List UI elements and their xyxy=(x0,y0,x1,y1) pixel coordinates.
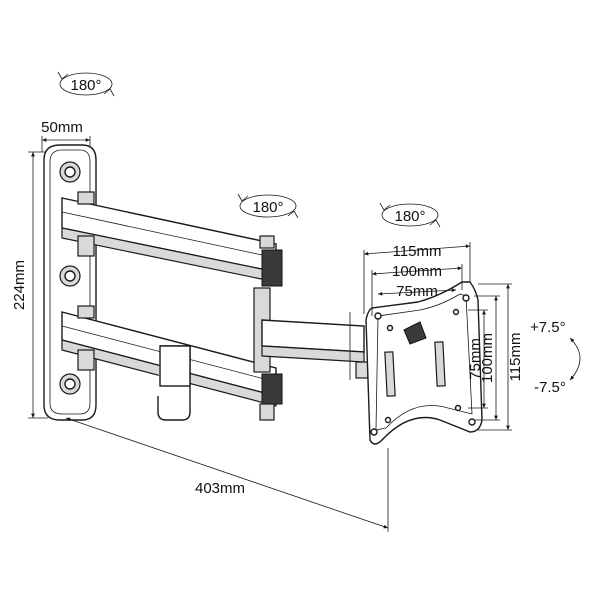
rotation-indicator-wall-plate: 180° xyxy=(57,71,115,97)
dimension-plate-height: 224mm xyxy=(11,151,48,419)
upper-arm xyxy=(61,191,277,283)
tilt-arc xyxy=(569,337,581,381)
extension-label: 403mm xyxy=(195,480,245,497)
plate-width-label: 50mm xyxy=(41,119,83,136)
bubble-level xyxy=(403,321,427,345)
dimension-plate-width: 50mm xyxy=(41,119,91,152)
dimension-vesa-vertical: 75mm 100mm 115mm xyxy=(467,283,524,431)
upper-hinge-top xyxy=(77,191,95,205)
lower-hinge-bottom xyxy=(77,349,95,371)
vesa-h-75-label: 75mm xyxy=(396,283,438,300)
forearm xyxy=(261,312,369,380)
plate-height-label: 224mm xyxy=(11,260,28,310)
rotation-indicator-head-swivel: 180° xyxy=(379,202,441,228)
dimension-extension: 403mm xyxy=(65,417,389,532)
vesa-head-plate xyxy=(365,281,483,445)
elbow-cap-bottom xyxy=(261,373,283,405)
vesa-h-100-label: 100mm xyxy=(392,263,442,280)
vesa-v-75-label: 75mm xyxy=(467,338,484,380)
rotation-indicator-arm-joint: 180° xyxy=(237,193,299,219)
elbow-cap-top xyxy=(261,249,283,287)
tilt-down-label: -7.5° xyxy=(534,379,566,396)
rotation-label-arm-joint: 180° xyxy=(252,199,283,216)
tilt-up-label: +7.5° xyxy=(530,319,566,336)
vesa-v-100-label: 100mm xyxy=(479,333,496,383)
upper-hinge-bottom xyxy=(77,235,95,257)
vesa-v-115-label: 115mm xyxy=(507,333,524,382)
vesa-h-115-label: 115mm xyxy=(393,243,442,260)
tilt-indicator: +7.5° -7.5° xyxy=(530,319,581,396)
dimension-vesa-horizontal: 115mm 100mm 75mm xyxy=(363,242,471,316)
rotation-label-head-swivel: 180° xyxy=(394,208,425,225)
rotation-label-wall-plate: 180° xyxy=(70,77,101,94)
wall-plate xyxy=(43,144,97,421)
lower-hinge-top xyxy=(77,305,95,319)
